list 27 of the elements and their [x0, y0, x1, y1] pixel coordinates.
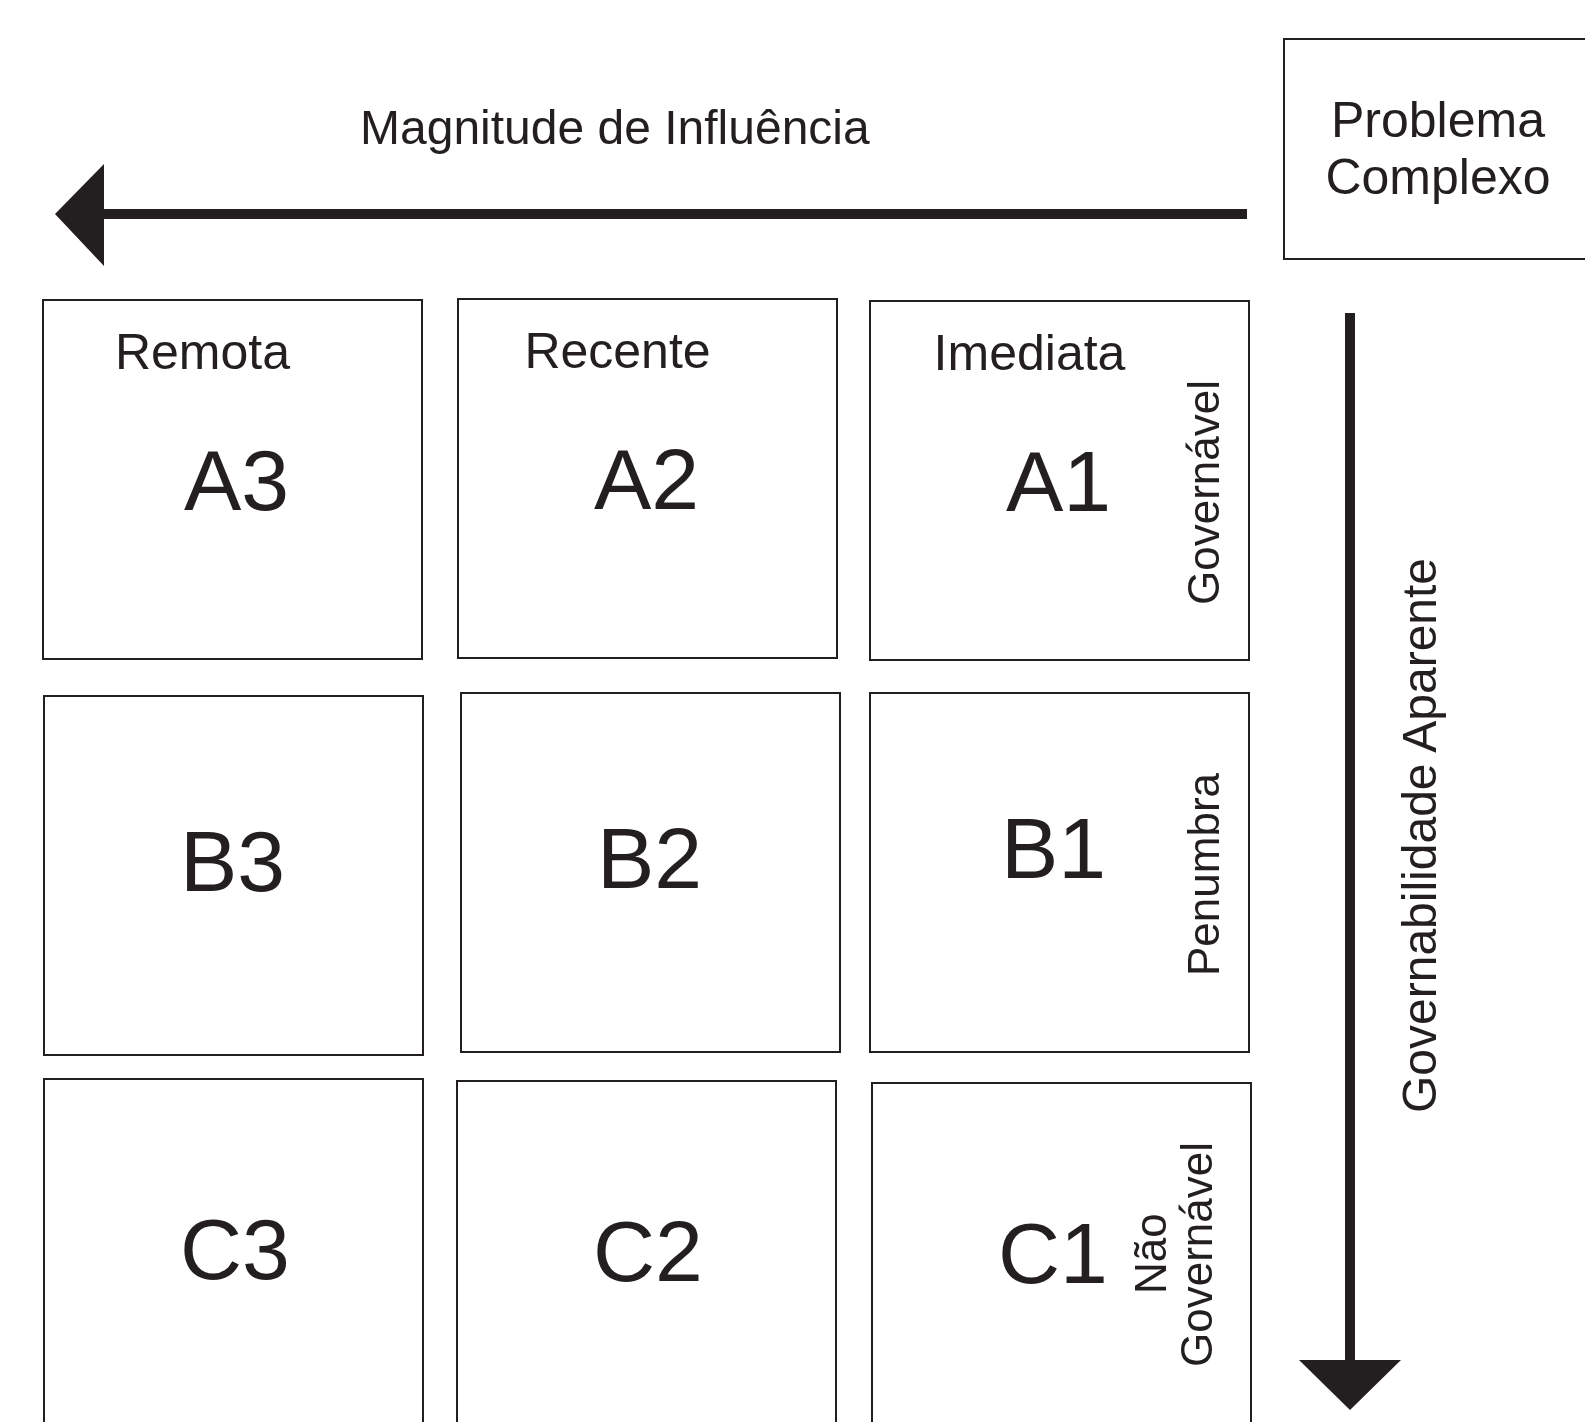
matrix-cell	[457, 298, 838, 659]
cell-code: C1	[998, 1204, 1108, 1303]
row-label: Penumbra	[1181, 771, 1228, 978]
problem-box: Problema Complexo	[1283, 38, 1585, 260]
cell-code: A1	[1006, 432, 1112, 531]
matrix-cell	[456, 1080, 837, 1422]
matrix-cell	[871, 1082, 1252, 1422]
cell-code: B2	[597, 809, 703, 908]
row-label: Governável	[1181, 378, 1228, 607]
row-label: Não Governável	[1128, 1140, 1221, 1369]
cell-code: A3	[184, 431, 290, 530]
cell-code: B3	[180, 812, 286, 911]
column-heading: Imediata	[933, 324, 1126, 382]
cell-code: A2	[594, 430, 700, 529]
matrix-cell	[460, 692, 841, 1053]
axis-label: Governabilidade Aparente	[1395, 556, 1446, 1115]
column-heading: Recente	[524, 322, 711, 380]
matrix-cell	[869, 692, 1250, 1053]
matrix-cell	[42, 299, 423, 660]
cell-code: C3	[180, 1200, 290, 1299]
cell-code: C2	[593, 1202, 703, 1301]
matrix-cell	[43, 1078, 424, 1422]
matrix-cell	[869, 300, 1250, 661]
matrix-cell	[43, 695, 424, 1056]
cell-code: B1	[1001, 799, 1107, 898]
axis-label: Magnitude de Influência	[360, 100, 870, 155]
column-heading: Remota	[114, 323, 291, 381]
